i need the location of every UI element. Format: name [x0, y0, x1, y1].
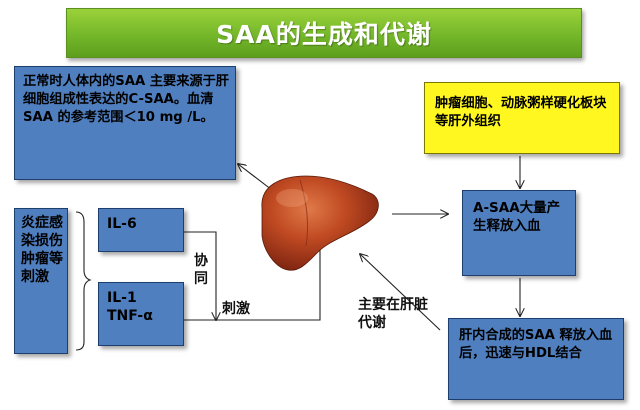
extrahepatic-tissue-text: 肿瘤细胞、动脉粥样硬化板块等肝外组织 — [435, 96, 607, 129]
synergy-label: 协 同 — [194, 253, 208, 288]
asaa-production-text: A-SAA大量产生释放入血 — [473, 200, 561, 235]
stimulus-connector — [216, 238, 321, 321]
extrahepatic-tissue-box: 肿瘤细胞、动脉粥样硬化板块等肝外组织 — [424, 82, 620, 154]
trigger-brace — [75, 211, 92, 351]
asaa-production-box: A-SAA大量产生释放入血 — [462, 190, 576, 276]
title-banner: SAA的生成和代谢 — [66, 8, 582, 58]
liver-illustration — [261, 175, 379, 271]
stimulus-label: 刺激 — [222, 301, 250, 317]
liver-to-note-arrow — [238, 164, 273, 191]
stimulus-trigger-text: 炎症感染损伤肿瘤等刺激 — [21, 215, 63, 285]
il6-box: IL-6 — [98, 208, 184, 252]
saa-release-text: 肝内合成的SAA 释放入血后，迅速与HDL结合 — [459, 328, 613, 361]
normal-saa-note-text: 正常时人体内的SAA 主要来源于肝细胞组成性表达的C-SAA。血清SAA 的参考… — [23, 74, 229, 125]
il6-text: IL-6 — [107, 216, 137, 232]
release-to-liver-arrow — [360, 254, 441, 331]
il6-connector — [184, 231, 216, 320]
il1-text: IL-1 — [107, 290, 137, 306]
il1-tnf-box: IL-1 TNF-α — [98, 282, 184, 346]
stimulus-trigger-box: 炎症感染损伤肿瘤等刺激 — [14, 208, 68, 354]
tnf-text: TNF-α — [107, 308, 153, 325]
liver-metabolism-label: 主要在肝脏 代谢 — [358, 297, 428, 332]
normal-saa-note: 正常时人体内的SAA 主要来源于肝细胞组成性表达的C-SAA。血清SAA 的参考… — [14, 66, 236, 180]
saa-release-box: 肝内合成的SAA 释放入血后，迅速与HDL结合 — [448, 318, 624, 400]
page-title: SAA的生成和代谢 — [216, 20, 432, 49]
